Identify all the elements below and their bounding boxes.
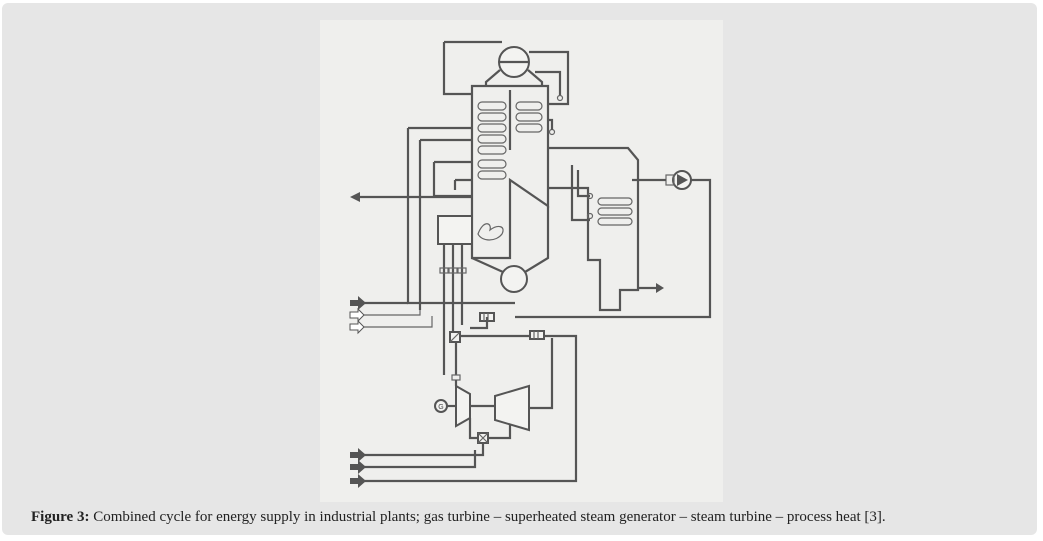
figure-label: Figure 3: — [31, 509, 90, 525]
evaporator-coils — [515, 101, 543, 133]
combined-cycle-diagram: G — [320, 20, 723, 502]
heat-recovery-duct — [548, 146, 640, 312]
gt-inlet-arrow-3 — [350, 474, 366, 488]
mud-drum — [500, 265, 528, 293]
burner-box — [437, 215, 473, 245]
flame-icon — [477, 223, 504, 241]
inlet-pipe-3 — [360, 316, 433, 328]
gt-inlet-arrow-2 — [350, 460, 366, 474]
gas-turbine — [494, 384, 530, 432]
diagram-svg: G — [349, 40, 712, 488]
heat-exchanger-2 — [529, 330, 545, 340]
superheater-coils — [477, 101, 507, 180]
gt-inlet-arrow-1 — [350, 448, 366, 462]
valves — [439, 267, 467, 274]
figure-caption: Figure 3: Combined cycle for energy supp… — [31, 509, 886, 526]
steam-outlet-arrow — [350, 192, 360, 202]
generator-label: G — [438, 404, 443, 411]
inlet-pipe-2 — [360, 310, 421, 316]
compressor — [455, 384, 471, 428]
economizer-coils — [597, 197, 633, 226]
figure-panel: G — [2, 3, 1037, 535]
caption-text: Combined cycle for energy supply in indu… — [89, 509, 886, 525]
